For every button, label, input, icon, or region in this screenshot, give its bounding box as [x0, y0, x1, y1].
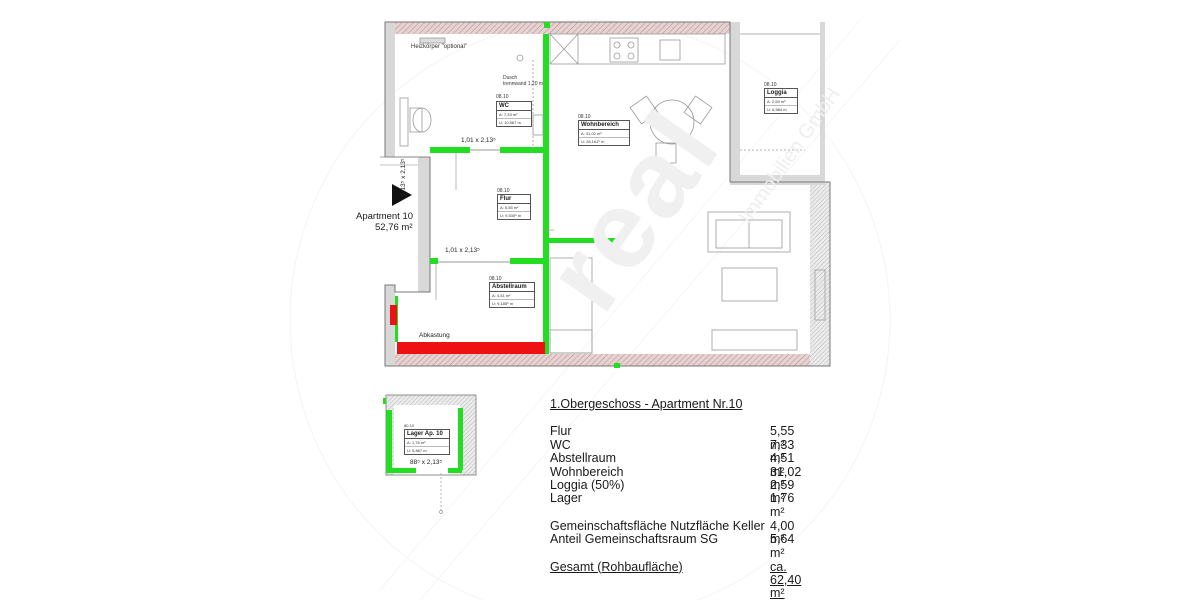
- summary-value: 5,64 m²: [770, 532, 795, 560]
- room-name-abstellraum: Abstellraum: [490, 283, 534, 292]
- room-perimeter-loggia: U: 6,584 m: [767, 107, 787, 112]
- summary-value: 2,59 m²: [770, 477, 795, 506]
- dusche-label-line1: Dusch: [503, 75, 518, 81]
- wall-entry: [418, 157, 430, 292]
- wall-right-lower: [810, 182, 830, 366]
- wall-loggia-right: [820, 22, 825, 182]
- room-name-flur: Flur: [498, 195, 530, 204]
- summary-row-lager: Lager 1,76 m²: [550, 491, 794, 519]
- summary-label: Anteil Gemeinschaftsraum SG: [550, 532, 719, 547]
- wall-loggia-left: [730, 22, 740, 182]
- wall-left-upper: [385, 22, 395, 157]
- room-area-wc: A: 7,33 m²: [497, 111, 531, 119]
- summary-value: 31,02 m²: [770, 464, 802, 492]
- summary-label: Gemeinschaftsfläche Nutzfläche Keller: [550, 518, 765, 533]
- dining-set: [629, 95, 713, 164]
- summary-label: WC: [550, 437, 571, 452]
- room-area-wohnbereich: A: 31,02 m²: [579, 130, 629, 138]
- room-name-lager: Lager Ap. 10: [405, 430, 449, 439]
- summary-value: 1,76 m²: [770, 491, 795, 519]
- room-stamp-flur: Flur A: 5,55 m² U: 9,530⁵ m: [497, 194, 531, 220]
- door-entry-dimension: 1,13⁵ x 2,13⁵: [400, 158, 407, 196]
- abkastung-label: Abkastung: [419, 332, 450, 339]
- room-perimeter-lager: U: 5,867 m: [407, 448, 427, 453]
- lager-door-dimension: 88⁵ x 2,13⁵: [410, 459, 443, 466]
- room-stamp-loggia: Loggia A: 2,59 m² U: 6,584 m: [764, 88, 798, 114]
- summary-row-total: Gesamt (Rohbaufläche) ca. 62,40 m²: [550, 559, 801, 600]
- summary-value: 4,51 m²: [770, 451, 795, 479]
- apartment-area: 52,76 m²: [375, 222, 413, 233]
- summary-row-flur: Flur 5,55 m²: [550, 424, 794, 452]
- room-name-loggia: Loggia: [765, 89, 797, 98]
- kitchen: [549, 33, 726, 65]
- room-perimeter-wc: U: 10,967 m: [499, 120, 521, 125]
- room-code-loggia: 08.10: [764, 82, 777, 88]
- summary-label: Lager: [550, 491, 582, 506]
- wall-top: [395, 22, 730, 34]
- wall-loggia-bottom: [730, 175, 825, 185]
- room-stamp-wohnbereich: Wohnbereich A: 31,02 m² U: 28,161⁵ m: [578, 120, 630, 146]
- room-code-flur: 08.10: [497, 188, 510, 194]
- summary-label: Loggia (50%): [550, 477, 625, 492]
- summary-row-abstellraum: Abstellraum 4,51 m²: [550, 451, 794, 478]
- sofa: [707, 211, 791, 253]
- bed: [549, 257, 593, 354]
- summary-row-keller: Gemeinschaftsfläche Nutzfläche Keller 4,0…: [550, 518, 794, 546]
- loggia-details: [740, 33, 826, 321]
- room-stamp-abstellraum: Abstellraum A: 4,51 m² U: 9,185⁵ m: [489, 282, 535, 308]
- summary-label: Wohnbereich: [550, 464, 624, 479]
- heizkoerper-label: Heizkörper "optional": [411, 44, 467, 50]
- dusche-label: Dusch trennwand 1,20 m: [503, 75, 543, 87]
- area-summary: 1.Obergeschoss - Apartment Nr.10 Flur 5,5…: [550, 397, 801, 600]
- summary-value: 5,55 m²: [770, 424, 795, 452]
- summary-total-value: ca. 62,40 m²: [770, 559, 802, 601]
- door-wc-dimension: 1,01 x 2,13⁵: [461, 137, 496, 144]
- summary-row-loggia: Loggia (50%) 2,59 m²: [550, 477, 794, 505]
- room-code-lager: 80.10: [404, 423, 415, 428]
- room-name-wc: WC: [497, 102, 531, 111]
- wall-bottom: [395, 354, 810, 366]
- summary-value: 4,00 m²: [770, 518, 795, 547]
- door-flur-dimension: 1,01 x 2,13⁵: [445, 247, 480, 254]
- summary-total-label: Gesamt (Rohbaufläche): [550, 559, 683, 574]
- summary-title: 1.Obergeschoss - Apartment Nr.10: [550, 397, 743, 411]
- sideboard: [711, 329, 798, 351]
- bathroom-fixtures: [399, 37, 544, 150]
- entry-arrow: [392, 184, 412, 206]
- room-area-loggia: A: 2,59 m²: [765, 98, 797, 106]
- room-perimeter-abstellraum: U: 9,185⁵ m: [492, 301, 514, 306]
- room-stamp-lager: Lager Ap. 10 A: 1,76 m² U: 5,867 m: [404, 429, 450, 455]
- room-perimeter-flur: U: 9,530⁵ m: [500, 213, 522, 218]
- room-area-lager: A: 1,76 m²: [405, 439, 449, 447]
- room-code-abstellraum: 08.10: [489, 276, 502, 282]
- removed-wall: [397, 342, 545, 354]
- apartment-name: Apartment 10: [356, 211, 414, 222]
- room-name-wohnbereich: Wohnbereich: [579, 121, 629, 130]
- table: [721, 267, 778, 302]
- summary-value: 7,33 m²: [770, 437, 795, 466]
- summary-label: Flur: [550, 424, 572, 439]
- room-perimeter-wohnbereich: U: 28,161⁵ m: [581, 139, 605, 144]
- doors: [435, 153, 554, 300]
- summary-row-wc: WC 7,33 m²: [550, 437, 794, 465]
- summary-label: Abstellraum: [550, 451, 616, 466]
- dusche-label-line2: trennwand 1,20 m: [503, 81, 544, 87]
- lager-plan: [383, 394, 477, 514]
- room-area-flur: A: 5,55 m²: [498, 204, 530, 212]
- room-code-wohnbereich: 08.10: [578, 114, 591, 120]
- room-stamp-wc: WC A: 7,33 m² U: 10,967 m: [496, 101, 532, 127]
- wall-left-lower: [385, 285, 395, 366]
- room-area-abstellraum: A: 4,51 m²: [490, 292, 534, 300]
- summary-row-wohnbereich: Wohnbereich 31,02 m²: [550, 464, 801, 492]
- summary-row-gemeinschaftsraum: Anteil Gemeinschaftsraum SG 5,64 m²: [550, 532, 794, 559]
- room-code-wc: 08.10: [496, 94, 509, 100]
